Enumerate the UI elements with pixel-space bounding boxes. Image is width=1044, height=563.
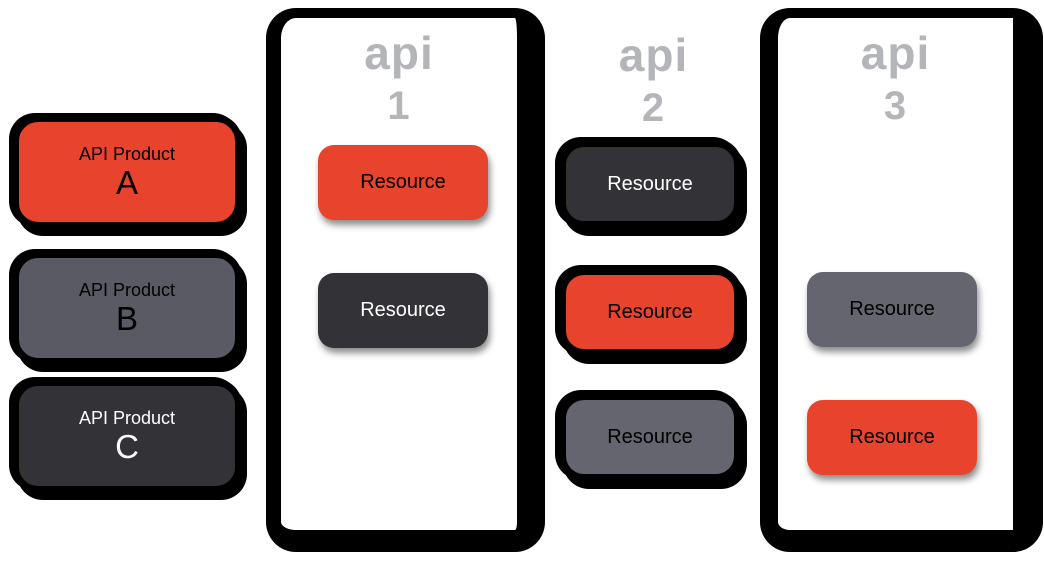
product-a-letter: A [115,164,138,202]
product-c-label: API Product [78,407,176,428]
api-1-resource-1: Resource [318,145,488,220]
product-b-label: API Product [78,279,176,300]
api-3-resource-1: Resource [807,272,977,347]
api-product-b-card: API Product B [12,251,242,365]
api-product-a-card: API Product A [12,115,242,229]
api-1-title-word: api [364,27,434,79]
product-c-letter: C [115,428,139,466]
api-2-title: api 2 [557,32,750,128]
api-1-container: api 1 [266,8,545,552]
api-1-title: api 1 [281,30,517,126]
api-1-title-number: 1 [387,84,411,128]
api-3-title: api 3 [778,30,1013,126]
api-2-resource-1: Resource [558,139,742,229]
api-3-title-number: 3 [883,84,908,128]
api-3-title-word: api [860,27,931,79]
api-2-resource-2: Resource [558,267,742,357]
product-a-label: API Product [78,143,176,164]
api-3-resource-2: Resource [807,400,977,475]
product-b-letter: B [115,300,138,338]
api-product-c-card: API Product C [12,379,242,493]
api-2-resource-3: Resource [558,392,742,482]
api-2-title-word: api [618,29,689,81]
api-2-title-number: 2 [641,86,666,130]
api-1-resource-2: Resource [318,273,488,348]
